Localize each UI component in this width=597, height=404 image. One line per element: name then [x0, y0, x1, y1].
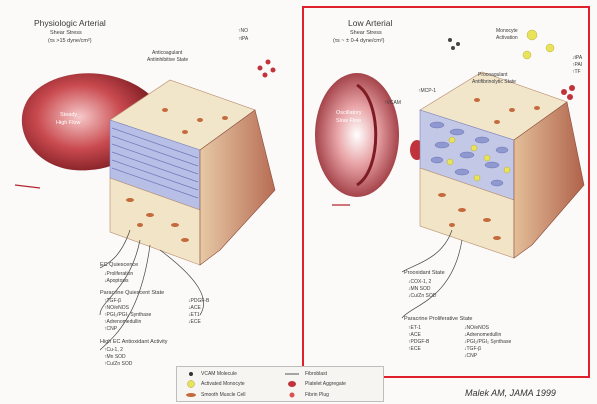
right-state-label-2: Antifibrinolytic State	[472, 79, 516, 85]
right-prolif-l4: ↑ECE	[408, 346, 421, 352]
left-paracrine-l5: ↑CNP	[104, 326, 117, 332]
right-prolif-l1: ↑ET-1	[408, 325, 421, 331]
left-state-label-2: Antiinhibitive State	[147, 57, 188, 63]
right-prolif-l3: ↑PDGF-B	[408, 339, 429, 345]
citation: Malek AM, JAMA 1999	[465, 388, 556, 398]
left-paracrine-r1: ↓PDGF-B	[188, 298, 209, 304]
left-vessel-label-2: High Flow	[56, 120, 80, 127]
right-proliferative-title: Paracrine Proliferative State	[404, 316, 472, 323]
right-prolif-r3: ↓PGI₂/PGI₂ Synthase	[464, 339, 511, 345]
left-paracrine-l2: ↑NO/eNOS	[104, 305, 129, 311]
left-factor-tpa: ↑tPA	[238, 36, 248, 42]
right-vessel-diagram	[302, 0, 597, 370]
legend-label-monocyte: Activated Monocyte	[201, 381, 245, 387]
left-antioxidant-3: ↑Cu/Zn SOD	[104, 361, 132, 367]
left-blood-cells	[258, 60, 276, 78]
right-vessel-label-2: Slow Flow	[336, 118, 361, 125]
fibrin-plug-icon	[290, 393, 295, 398]
right-factor-pai: ↑PAI	[572, 62, 582, 68]
right-factor-tpa: ↓tPA	[572, 55, 582, 61]
left-factor-no: ↑NO	[238, 28, 248, 34]
left-paracrine-title: Paracrine Quiescent State	[100, 290, 164, 297]
right-monocyte-label-1: Monocyte	[496, 28, 518, 34]
right-blood-cells	[448, 38, 460, 50]
right-fibrin-cluster	[561, 85, 575, 100]
right-vessel-label-1: Oscillatory	[336, 110, 362, 117]
left-paracrine-l3: ↑PGI₂/PGI₂ Synthase	[104, 312, 151, 318]
left-antioxidant-2: ↑Mn SOD	[104, 354, 126, 360]
left-antioxidant-1: ↑Cu-1, 2	[104, 347, 123, 353]
right-prooxidant-1: ↓COX-1, 2	[408, 279, 431, 285]
right-mcp-label: ↑MCP-1	[418, 88, 436, 94]
left-ec-title: EC Quiescence	[100, 262, 138, 269]
right-prooxidant-2: ↓MN SOD	[408, 286, 431, 292]
legend-label-smc: Smooth Muscle Cell	[201, 392, 245, 398]
right-prooxidant-3: ↓Cu/Zn SOD	[408, 293, 436, 299]
left-paracrine-r2: ↓ACE	[188, 305, 201, 311]
right-vcam-label: ↑VCAM	[384, 100, 401, 106]
left-paracrine-r3: ↓ET1	[188, 312, 200, 318]
left-antioxidant-title: High EC Antioxidant Activity	[100, 339, 168, 346]
activated-monocyte-icon	[188, 381, 195, 388]
left-state-label-1: Anticoagulant	[152, 50, 182, 56]
left-ec-item-2: ↓Apoptosis	[104, 278, 128, 284]
legend-label-fibrin: Fibrin Plug	[305, 392, 329, 398]
right-prolif-r1: ↓NO/eNOS	[464, 325, 489, 331]
left-paracrine-r4: ↓ECE	[188, 319, 201, 325]
right-prolif-r2: ↓Adrenomedullin	[464, 332, 501, 338]
platelet-aggregate-icon	[288, 381, 296, 387]
left-flow-arrow	[15, 185, 40, 188]
legend: VCAM Molecule Activated Monocyte Smooth …	[176, 366, 384, 402]
right-flow-disc	[315, 73, 399, 197]
legend-label-vcam: VCAM Molecule	[201, 371, 237, 377]
legend-label-fibroblast: Fibroblast	[305, 371, 327, 377]
vcam-molecule-icon	[189, 372, 193, 376]
right-prooxidant-title: Prooxidant State	[404, 270, 445, 277]
right-factor-tf: ↑TF	[572, 69, 581, 75]
legend-label-platelet: Platelet Aggregate	[305, 381, 346, 387]
smooth-muscle-cell-icon	[186, 393, 196, 397]
right-monocyte-label-2: Activation	[496, 35, 518, 41]
right-prolif-l2: ↑ACE	[408, 332, 421, 338]
left-ec-item-1: ↓Proliferation	[104, 271, 133, 277]
left-vessel-label-1: Steady	[60, 112, 77, 119]
left-paracrine-l4: ↑Adrenomedullin	[104, 319, 141, 325]
right-state-label-1: Procoagulant	[478, 72, 507, 78]
right-prolif-r4: ↓TGF-β	[464, 346, 481, 352]
right-prolif-r5: ↓CNP	[464, 353, 477, 359]
left-paracrine-l1: ↑TGF-β	[104, 298, 121, 304]
